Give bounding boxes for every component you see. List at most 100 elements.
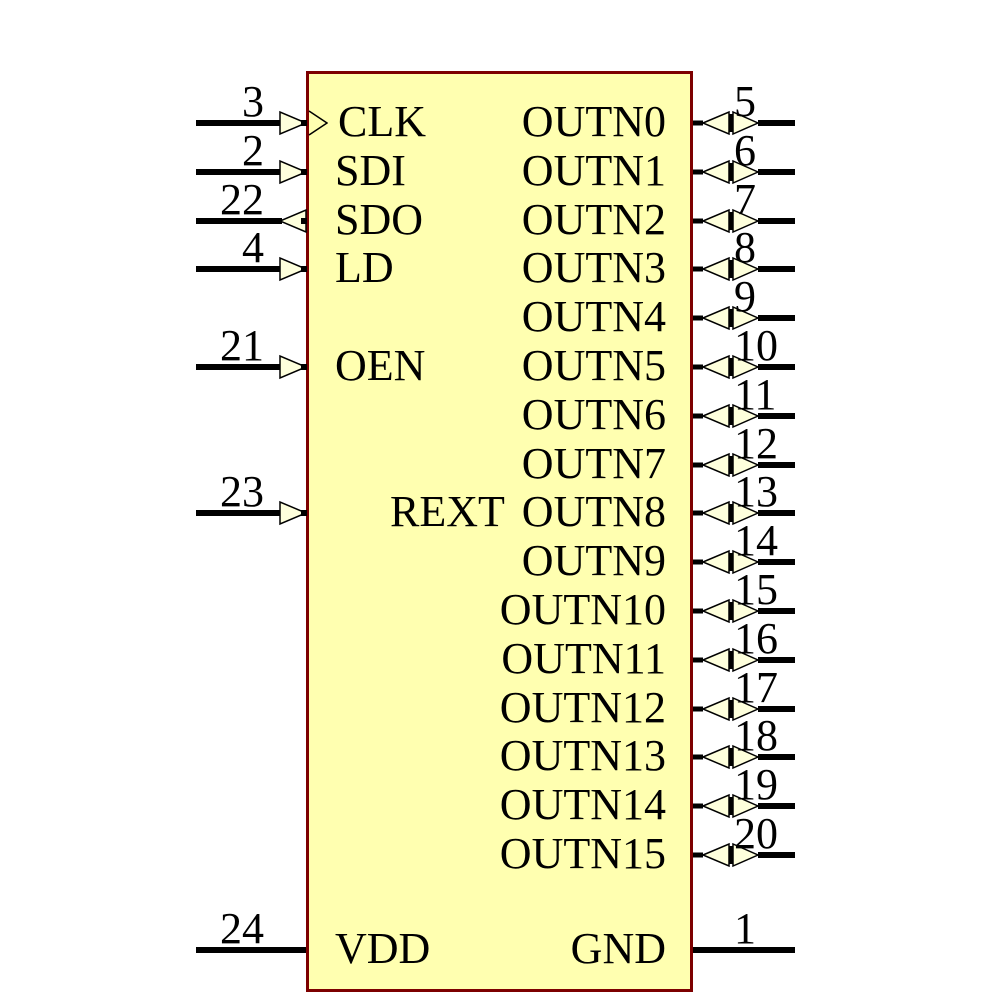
pin-wire [196, 169, 282, 175]
pin-wire [758, 364, 795, 370]
pin-wire [196, 218, 282, 224]
pin-wire [758, 120, 795, 126]
pin-number: 17 [734, 663, 778, 712]
pin-number: 9 [734, 272, 756, 321]
bidirectional-arrow-icon [693, 598, 760, 624]
pin-number: 8 [734, 223, 756, 272]
bidirectional-arrow-icon [693, 305, 760, 331]
pin-number: 14 [734, 516, 778, 565]
pin-number: 3 [242, 77, 264, 126]
pin-number: 19 [734, 760, 778, 809]
pin-label: OUTN3 [521, 243, 666, 292]
input-arrow-icon [279, 354, 308, 380]
pin-wire [196, 120, 282, 126]
pin-label: REXT [390, 487, 505, 536]
bidirectional-arrow-icon [693, 208, 760, 234]
input-arrow-icon [279, 159, 308, 185]
bidirectional-arrow-icon [693, 744, 760, 770]
pin-label: OUTN6 [521, 390, 666, 439]
pin-number: 20 [734, 809, 778, 858]
pin-number: 16 [734, 614, 778, 663]
pin-label: OEN [335, 341, 426, 390]
pin-number: 10 [734, 321, 778, 370]
pin-label: OUTN14 [499, 780, 666, 829]
input-arrow-icon [279, 256, 308, 282]
pin-number: 12 [734, 419, 778, 468]
bidirectional-arrow-icon [693, 403, 760, 429]
pin-wire [758, 413, 795, 419]
bidirectional-arrow-icon [693, 452, 760, 478]
bidirectional-arrow-icon [693, 842, 760, 868]
pin-number: 1 [734, 904, 756, 953]
pin-label: OUTN8 [521, 487, 666, 536]
pin-label: OUTN9 [521, 536, 666, 585]
pin-wire [196, 947, 306, 953]
pin-connection-dot [301, 266, 307, 272]
pin-label: OUTN10 [499, 585, 666, 634]
pin-number: 23 [220, 467, 264, 516]
pin-number: 6 [734, 126, 756, 175]
bidirectional-arrow-icon [693, 500, 760, 526]
pin-connection-dot [301, 120, 307, 126]
pin-label: OUTN15 [499, 829, 666, 878]
pin-wire [196, 510, 282, 516]
pin-wire [758, 852, 795, 858]
pin-wire [196, 266, 282, 272]
input-arrow-icon [279, 110, 308, 136]
pin-wire [693, 947, 795, 953]
pin-wire [758, 510, 795, 516]
pin-number: 15 [734, 565, 778, 614]
ic-symbol-body [306, 71, 693, 992]
bidirectional-arrow-icon [693, 696, 760, 722]
pin-label: SDO [335, 195, 424, 244]
pin-connection-dot [301, 364, 307, 370]
pin-number: 13 [734, 467, 778, 516]
pin-connection-dot [301, 169, 307, 175]
bidirectional-arrow-icon [693, 647, 760, 673]
pin-wire [758, 559, 795, 565]
pin-label: OUTN4 [521, 292, 666, 341]
pin-wire [758, 462, 795, 468]
pin-number: 24 [220, 904, 264, 953]
pin-label: VDD [335, 924, 431, 973]
pin-connection-dot [301, 510, 307, 516]
pin-number: 7 [734, 175, 756, 224]
pin-wire [758, 218, 795, 224]
pin-wire [758, 706, 795, 712]
pin-label: OUTN11 [501, 634, 666, 683]
pin-wire [758, 315, 795, 321]
clock-marker-icon [308, 110, 329, 136]
pin-label: CLK [338, 97, 426, 146]
pin-wire [196, 364, 282, 370]
pin-number: 11 [734, 370, 777, 419]
bidirectional-arrow-icon [693, 159, 760, 185]
pin-number: 22 [220, 175, 264, 224]
pin-label: SDI [335, 146, 406, 195]
pin-label: LD [335, 243, 394, 292]
bidirectional-arrow-icon [693, 354, 760, 380]
bidirectional-arrow-icon [693, 256, 760, 282]
bidirectional-arrow-icon [693, 793, 760, 819]
pin-number: 21 [220, 321, 264, 370]
pin-label: OUTN1 [521, 146, 666, 195]
pin-wire [758, 657, 795, 663]
pin-label: OUTN12 [499, 683, 666, 732]
pin-connection-dot [301, 218, 307, 224]
pin-wire [758, 266, 795, 272]
pin-number: 5 [734, 77, 756, 126]
pin-label: OUTN0 [521, 97, 666, 146]
bidirectional-arrow-icon [693, 110, 760, 136]
pin-number: 4 [242, 223, 264, 272]
pin-wire [758, 803, 795, 809]
pin-number: 2 [242, 126, 264, 175]
bidirectional-arrow-icon [693, 549, 760, 575]
pin-wire [758, 608, 795, 614]
pin-label: OUTN2 [521, 195, 666, 244]
pin-number: 18 [734, 711, 778, 760]
input-arrow-icon [279, 500, 308, 526]
pin-label: OUTN13 [499, 731, 666, 780]
pin-wire [758, 754, 795, 760]
pin-label: OUTN5 [521, 341, 666, 390]
pin-label: OUTN7 [521, 439, 666, 488]
